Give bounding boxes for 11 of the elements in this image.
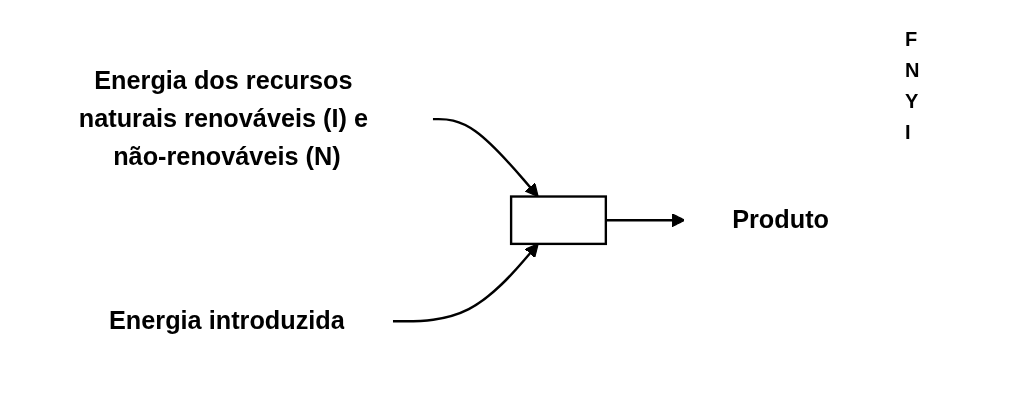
- node-text: Energia dos recursos naturais renováveis (I) e não-renováveis (N): [78, 66, 368, 170]
- node-text: Energia introduzida: [108, 306, 345, 334]
- arrow: [605, 213, 685, 227]
- node-box: [509, 195, 607, 245]
- arrow: [431, 117, 539, 197]
- arrow: [391, 243, 539, 323]
- letter-label: I: [905, 121, 912, 144]
- letter-label: Y: [905, 90, 920, 113]
- letter-label: N: [905, 59, 921, 82]
- node-text: Produto: [731, 205, 829, 233]
- letter-label: F: [905, 28, 919, 51]
